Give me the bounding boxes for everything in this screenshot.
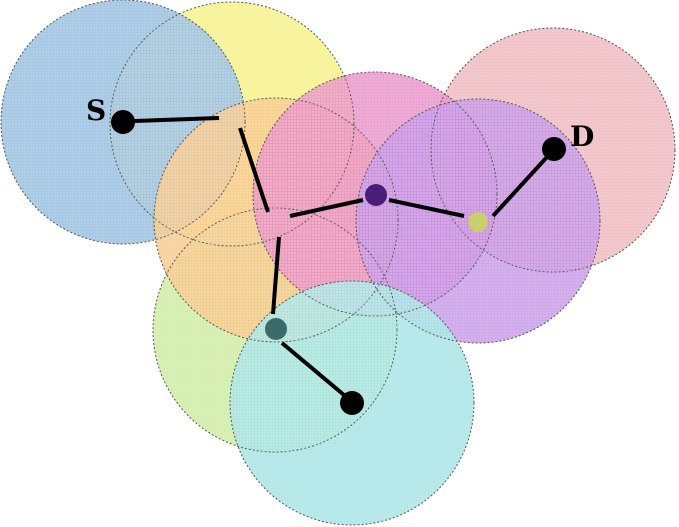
- routing-path: [133, 116, 549, 397]
- path-segment: [388, 198, 465, 218]
- source-label: S: [86, 94, 106, 127]
- path-segment: [289, 198, 364, 218]
- path-segment: [491, 155, 549, 218]
- destination-label: D: [570, 120, 594, 153]
- relay-node-olive: [468, 212, 488, 232]
- end-node: [340, 391, 364, 415]
- relay-node-purple: [365, 184, 387, 206]
- path-segment: [271, 236, 281, 315]
- network-nodes: [111, 110, 566, 415]
- relay-node-teal: [265, 318, 287, 340]
- path-segment: [280, 341, 346, 397]
- source-node: [111, 110, 135, 134]
- path-segment: [238, 127, 270, 213]
- path-segment: [133, 116, 220, 123]
- destination-node: [542, 137, 566, 161]
